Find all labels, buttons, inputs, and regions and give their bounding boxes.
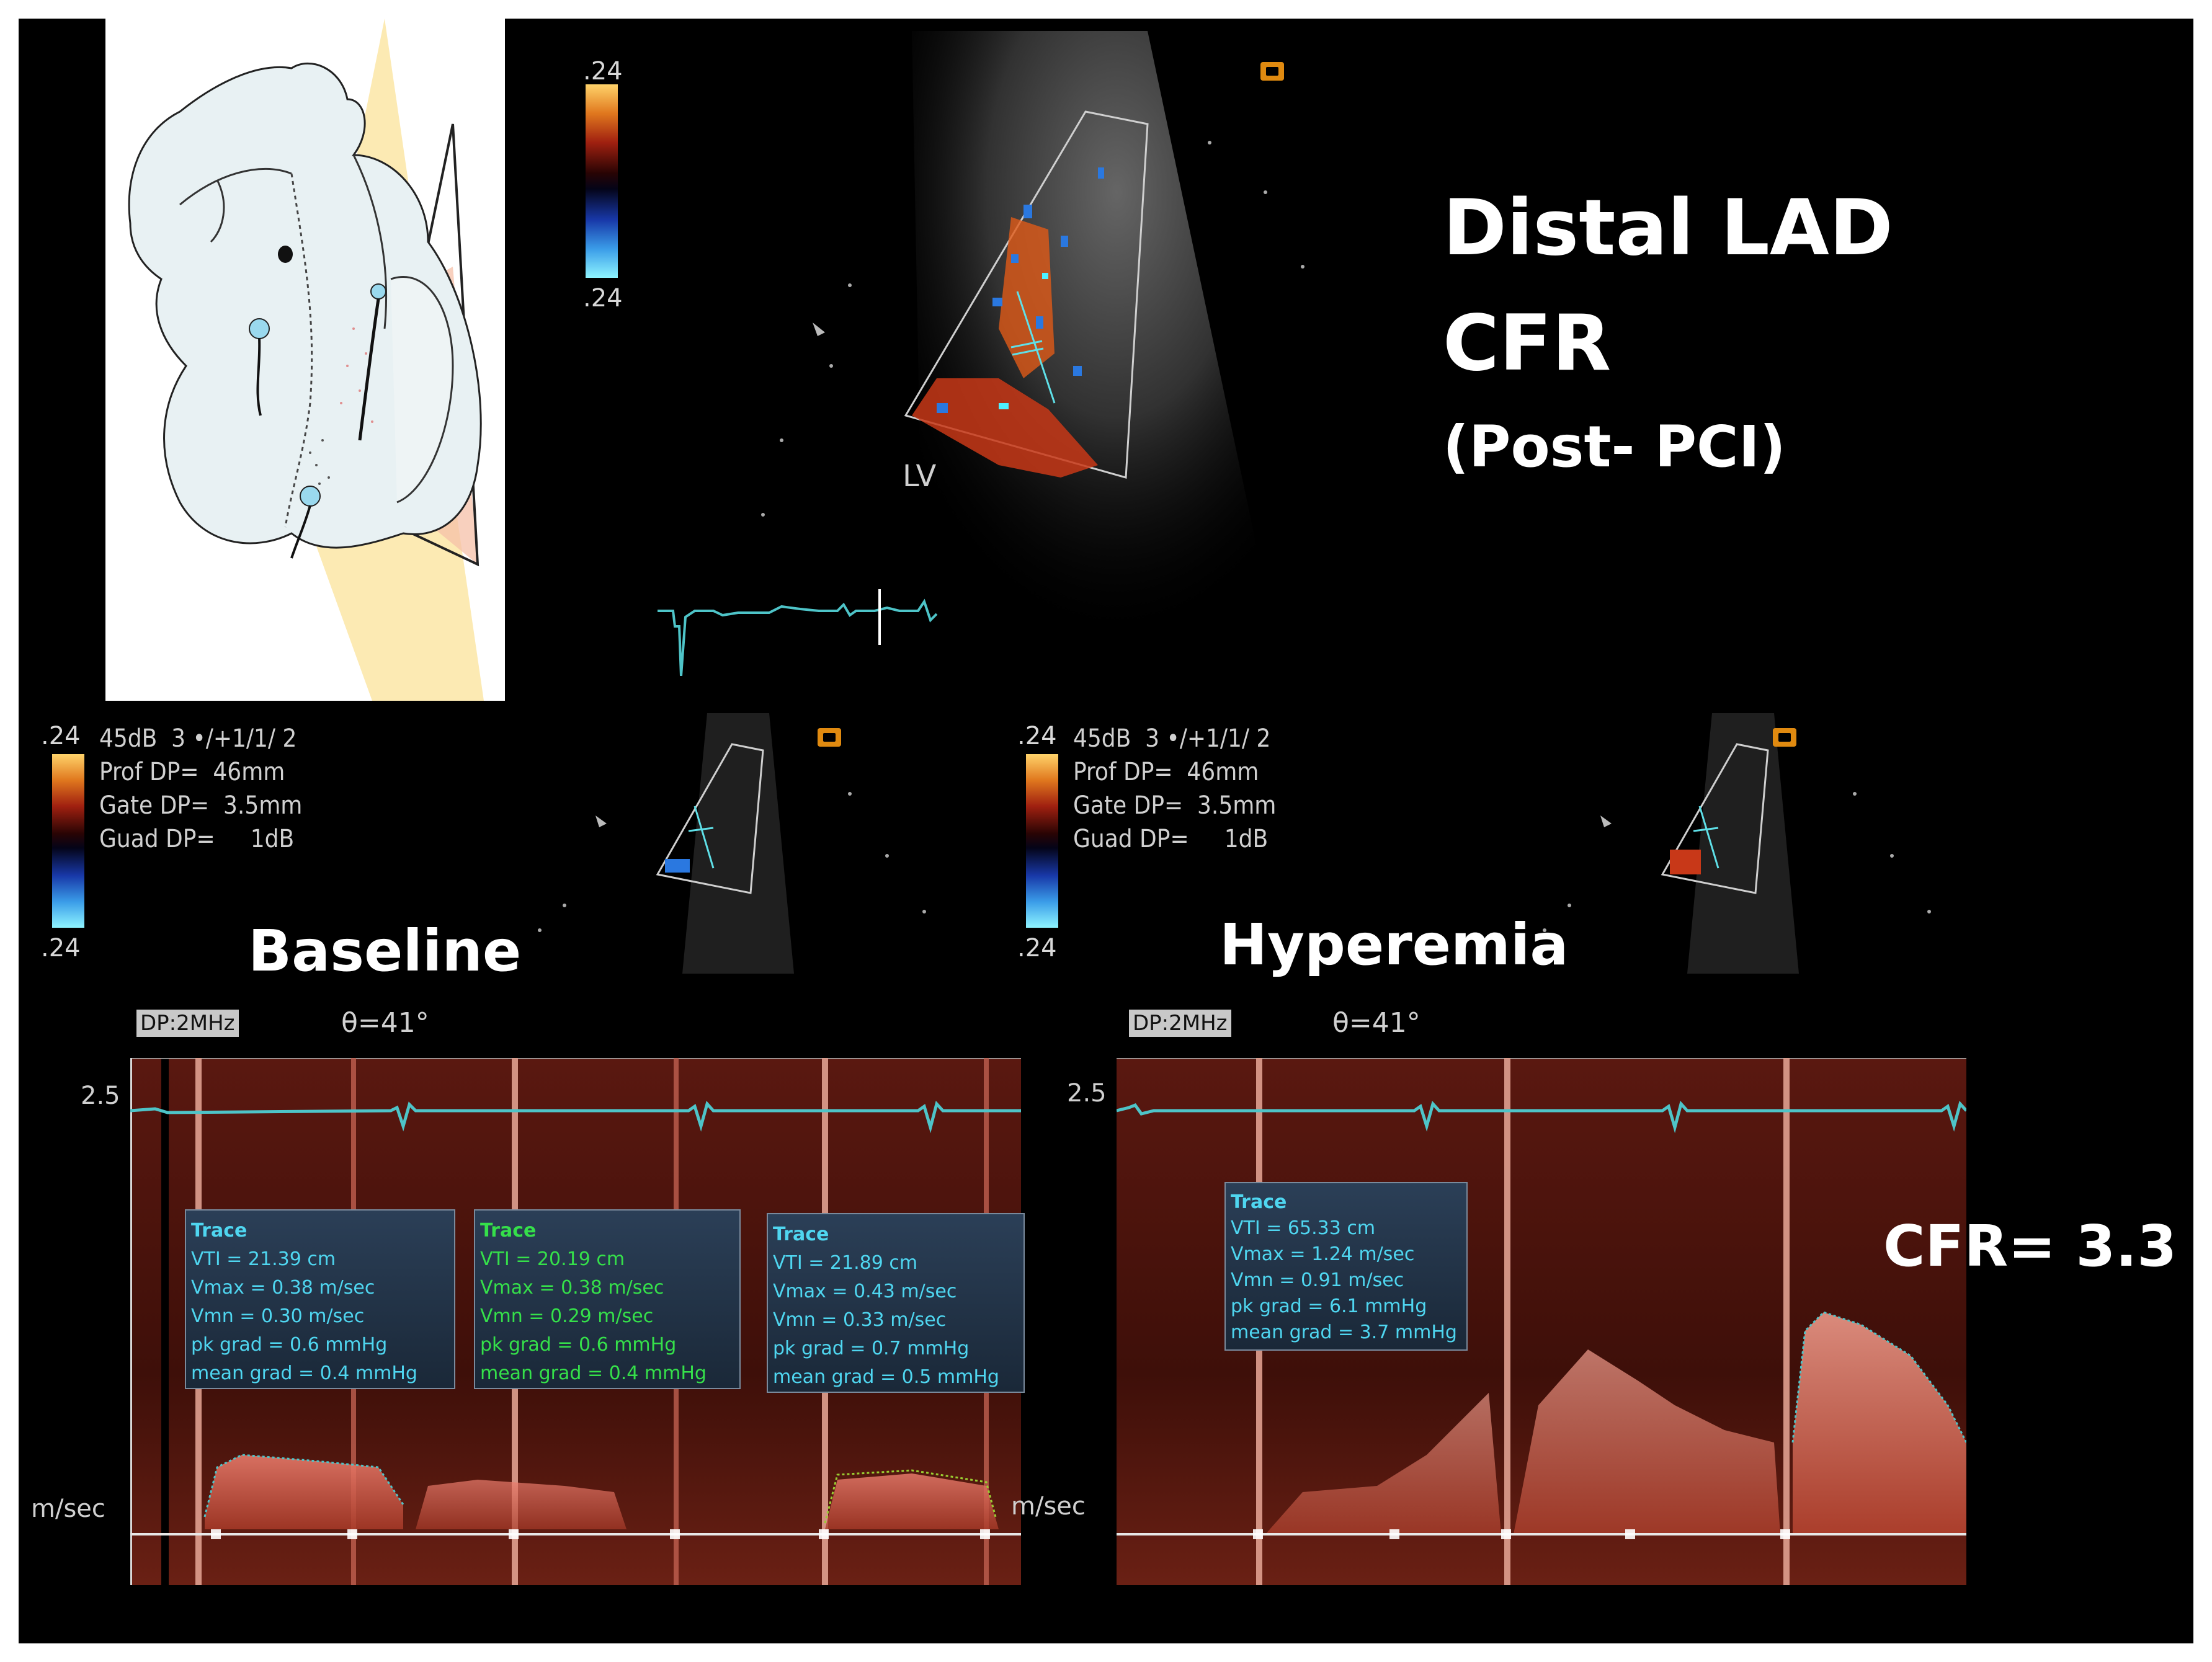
baseline-scale-min: .24 [41,934,81,962]
hyperemia-panel: .24 .24 45dB 3 •/+1/1/ 2 Prof DP= 46mm G… [1011,701,2193,1606]
trace-vmax: Vmax = 0.38 m/sec [191,1277,375,1299]
trace-mean-grad: mean grad = 0.4 mmHg [480,1362,707,1384]
baseline-panel: .24 .24 45dB 3 •/+1/1/ 2 Prof DP= 46mm G… [19,701,1025,1606]
hyperemia-gain-line: 45dB 3 •/+1/1/ 2 [1073,724,1271,753]
baseline-scale-max: .24 [41,722,81,750]
trace-title: Trace [773,1224,829,1245]
trace-vmn: Vmn = 0.30 m/sec [191,1305,365,1327]
baseline-angle: θ=41° [341,1007,429,1039]
heart-drawing [128,19,484,701]
echo-sector [658,31,1304,676]
hyperemia-probe-icon [1773,728,1796,747]
trace-vmax: Vmax = 1.24 m/sec [1231,1243,1415,1265]
trace-vmn: Vmn = 0.29 m/sec [480,1305,654,1327]
baseline-probe-tag: DP:2MHz [136,1010,239,1037]
main-title-line1: Distal LAD [1443,184,1893,273]
top-scale-max: .24 [583,57,623,86]
trace-vmn: Vmn = 0.33 m/sec [773,1309,947,1331]
trace-mean-grad: mean grad = 3.7 mmHg [1231,1322,1457,1343]
trace-pk-grad: pk grad = 0.6 mmHg [480,1334,677,1356]
hyperemia-guad-line: Guad DP= 1dB [1073,825,1269,853]
trace-pk-grad: pk grad = 0.7 mmHg [773,1338,970,1359]
hyperemia-axis-unit: m/sec [1011,1492,1086,1521]
baseline-trace-box-2: Trace VTI = 20.19 cm Vmax = 0.38 m/sec V… [474,1209,741,1389]
trace-title: Trace [191,1220,248,1242]
hyperemia-thumbnail-sector [1543,713,1931,974]
hyperemia-axis-top: 2.5 [1067,1079,1107,1108]
baseline-axis-top: 2.5 [81,1082,120,1110]
hyperemia-angle: θ=41° [1332,1007,1420,1039]
hyperemia-probe-tag: DP:2MHz [1129,1010,1231,1037]
trace-pk-grad: pk grad = 6.1 mmHg [1231,1295,1427,1317]
top-scale-min: .24 [583,284,623,313]
top-color-scale [586,84,618,278]
trace-vmax: Vmax = 0.43 m/sec [773,1281,957,1302]
probe-orientation-icon [1260,62,1284,81]
baseline-trace-box-1: Trace VTI = 21.39 cm Vmax = 0.38 m/sec V… [185,1209,455,1389]
figure-panel: .24 .24 [19,19,2193,1643]
baseline-thumbnail-sector [538,713,926,974]
hyperemia-gate-line: Gate DP= 3.5mm [1073,791,1277,820]
baseline-gain-line: 45dB 3 •/+1/1/ 2 [99,724,297,753]
baseline-probe-icon [818,728,841,747]
main-title-line2: CFR [1443,299,1612,388]
hyperemia-scale-min: .24 [1017,934,1057,962]
baseline-prof-line: Prof DP= 46mm [99,758,285,786]
baseline-color-scale [52,754,84,928]
hyperemia-scale-max: .24 [1017,722,1057,750]
top-echo-view: .24 .24 [564,31,1358,676]
baseline-axis-unit: m/sec [31,1495,105,1523]
trace-vti: VTI = 21.89 cm [773,1252,918,1274]
trace-mean-grad: mean grad = 0.4 mmHg [191,1362,417,1384]
lv-label: LV [903,459,937,494]
baseline-gate-line: Gate DP= 3.5mm [99,791,303,820]
trace-pk-grad: pk grad = 0.6 mmHg [191,1334,388,1356]
heart-illustration [105,19,505,701]
baseline-label: Baseline [248,918,522,984]
cfr-result: CFR= 3.3 [1883,1213,2177,1279]
main-title-line3: (Post- PCI) [1443,414,1786,480]
trace-vti: VTI = 65.33 cm [1231,1217,1376,1239]
baseline-trace-box-3: Trace VTI = 21.89 cm Vmax = 0.43 m/sec V… [767,1213,1025,1393]
hyperemia-trace-box: Trace VTI = 65.33 cm Vmax = 1.24 m/sec V… [1224,1182,1468,1351]
trace-title: Trace [480,1220,537,1242]
hyperemia-prof-line: Prof DP= 46mm [1073,758,1259,786]
trace-vti: VTI = 20.19 cm [480,1248,625,1270]
hyperemia-color-scale [1026,754,1058,928]
trace-vmn: Vmn = 0.91 m/sec [1231,1269,1404,1291]
trace-vti: VTI = 21.39 cm [191,1248,336,1270]
hyperemia-label: Hyperemia [1220,912,1569,978]
baseline-guad-line: Guad DP= 1dB [99,825,295,853]
trace-title: Trace [1231,1191,1287,1213]
trace-vmax: Vmax = 0.38 m/sec [480,1277,664,1299]
trace-mean-grad: mean grad = 0.5 mmHg [773,1366,999,1388]
